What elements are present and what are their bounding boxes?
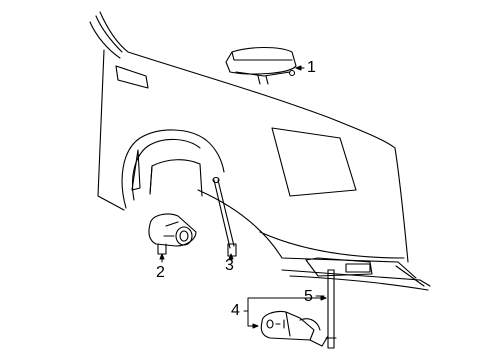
fender-panel — [89, 11, 431, 291]
part-3-rod — [212, 176, 237, 257]
leader-lines — [159, 65, 327, 329]
part-5-rod — [325, 269, 337, 349]
callout-4: 4 — [231, 302, 240, 319]
headlamp — [271, 127, 357, 197]
fog-lamp-opening — [305, 257, 373, 277]
callout-2: 2 — [156, 264, 165, 281]
callout-5: 5 — [304, 288, 313, 305]
side-marker-slot — [115, 65, 149, 89]
part-1-module — [225, 46, 297, 85]
wheel-arch — [121, 129, 225, 209]
part-4-harness-assembly — [260, 310, 329, 347]
callout-3: 3 — [225, 257, 234, 274]
part-2-lamp-assembly — [148, 213, 197, 255]
callout-1: 1 — [307, 59, 316, 76]
